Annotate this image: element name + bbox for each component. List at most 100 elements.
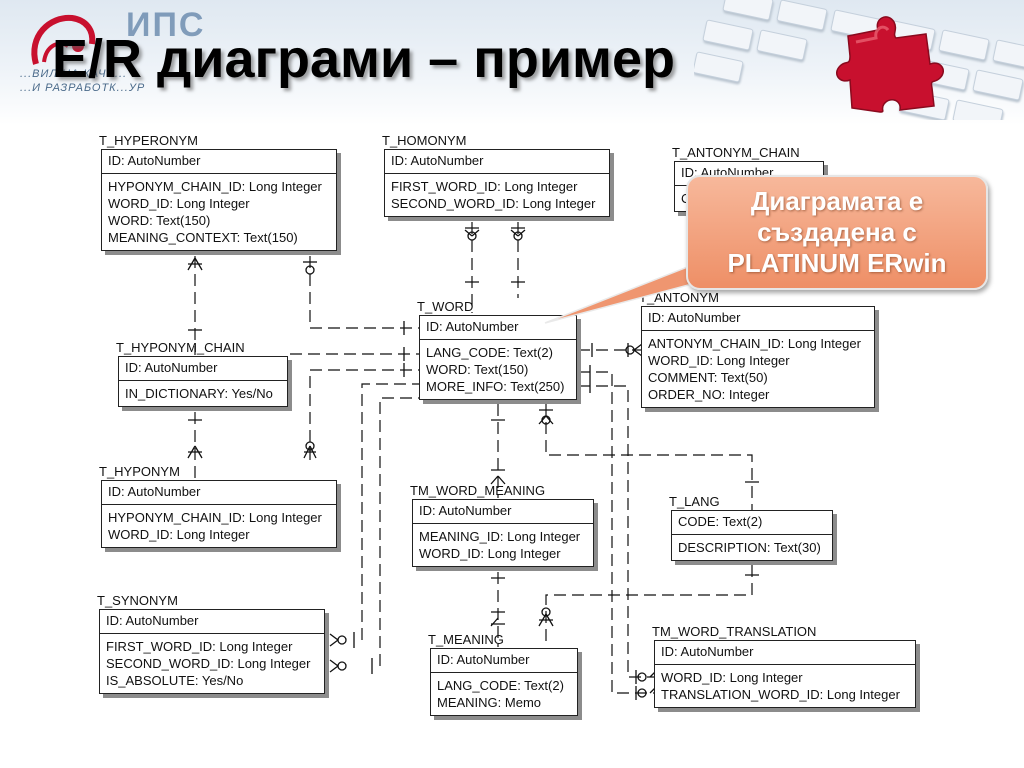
entity-t-hyponym-chain[interactable]: T_HYPONYM_CHAIN ID: AutoNumber IN_DICTIO… xyxy=(116,340,288,407)
institute-logo: ИПС ...ВИЛ НА КАЧЕ... ...И РАЗРАБОТК...У… xyxy=(6,6,246,106)
entity-primary-key: ID: AutoNumber xyxy=(100,610,324,634)
entity-attribute: WORD: Text(150) xyxy=(426,362,529,377)
entity-name: T_HOMONYM xyxy=(382,133,467,148)
entity-attributes: LANG_CODE: Text(2) WORD: Text(150) MORE_… xyxy=(420,340,576,399)
entity-box: ID: AutoNumber FIRST_WORD_ID: Long Integ… xyxy=(384,149,610,217)
entity-name: T_ANTONYM_CHAIN xyxy=(672,145,800,160)
entity-t-antonym[interactable]: T_ANTONYM ID: AutoNumber ANTONYM_CHAIN_I… xyxy=(639,290,875,408)
entity-name: T_LANG xyxy=(669,494,720,509)
entity-attributes: MEANING_ID: Long Integer WORD_ID: Long I… xyxy=(413,524,593,566)
entity-name: T_ANTONYM xyxy=(639,290,719,305)
entity-box: ID: AutoNumber IN_DICTIONARY: Yes/No xyxy=(118,356,288,407)
entity-attributes: IN_DICTIONARY: Yes/No xyxy=(119,381,287,406)
entity-tm-word-meaning[interactable]: TM_WORD_MEANING ID: AutoNumber MEANING_I… xyxy=(410,483,594,567)
entity-box: ID: AutoNumber FIRST_WORD_ID: Long Integ… xyxy=(99,609,325,694)
entity-attributes: FIRST_WORD_ID: Long Integer SECOND_WORD_… xyxy=(100,634,324,693)
entity-attributes: HYPONYM_CHAIN_ID: Long Integer WORD_ID: … xyxy=(102,174,336,250)
entity-t-meaning[interactable]: T_MEANING ID: AutoNumber LANG_CODE: Text… xyxy=(428,632,578,716)
entity-attribute: SECOND_WORD_ID: Long Integer xyxy=(391,196,596,211)
entity-t-hyperonym[interactable]: T_HYPERONYM ID: AutoNumber HYPONYM_CHAIN… xyxy=(99,133,337,251)
puzzle-piece-icon xyxy=(836,16,944,113)
entity-attribute: COMMENT: Text(50) xyxy=(648,370,768,385)
entity-attribute: WORD_ID: Long Integer xyxy=(648,353,790,368)
entity-primary-key: ID: AutoNumber xyxy=(102,150,336,174)
entity-attribute: ORDER_NO: Integer xyxy=(648,387,770,402)
logo-caption-line-2: ...И РАЗРАБОТК...УР xyxy=(20,82,146,94)
entity-attribute: IS_ABSOLUTE: Yes/No xyxy=(106,673,244,688)
entity-primary-key: ID: AutoNumber xyxy=(385,150,609,174)
entity-attribute: HYPONYM_CHAIN_ID: Long Integer xyxy=(108,510,322,525)
entity-attribute: FIRST_WORD_ID: Long Integer xyxy=(106,639,293,654)
entity-t-lang[interactable]: T_LANG CODE: Text(2) DESCRIPTION: Text(3… xyxy=(669,494,833,561)
entity-attribute: IN_DICTIONARY: Yes/No xyxy=(125,386,273,401)
logo-caption-line-1: ...ВИЛ НА КАЧЕ... xyxy=(20,68,128,80)
entity-t-synonym[interactable]: T_SYNONYM ID: AutoNumber FIRST_WORD_ID: … xyxy=(97,593,325,694)
entity-attribute: MEANING: Memo xyxy=(437,695,542,710)
entity-box: ID: AutoNumber MEANING_ID: Long Integer … xyxy=(412,499,594,567)
entity-name: T_HYPONYM_CHAIN xyxy=(116,340,245,355)
slide-title: E/R диаграми – пример xyxy=(52,29,675,89)
entity-name: TM_WORD_MEANING xyxy=(410,483,546,498)
entity-t-homonym[interactable]: T_HOMONYM ID: AutoNumber FIRST_WORD_ID: … xyxy=(382,133,610,217)
entity-attribute: MEANING_CONTEXT: Text(150) xyxy=(108,230,298,245)
entity-primary-key: ID: AutoNumber xyxy=(420,316,576,340)
logo-emblem-icon xyxy=(31,14,96,65)
rel-word-translation-2 xyxy=(578,385,655,678)
entity-attribute: HYPONYM_CHAIN_ID: Long Integer xyxy=(108,179,322,194)
entity-box: ID: AutoNumber HYPONYM_CHAIN_ID: Long In… xyxy=(101,480,337,548)
entity-box: ID: AutoNumber LANG_CODE: Text(2) MEANIN… xyxy=(430,648,578,716)
entity-primary-key: ID: AutoNumber xyxy=(431,649,577,673)
entity-attributes: FIRST_WORD_ID: Long Integer SECOND_WORD_… xyxy=(385,174,609,216)
rel-word-lang xyxy=(545,404,753,510)
entity-attributes: C xyxy=(675,186,823,211)
entity-name: T_HYPONYM xyxy=(99,464,180,479)
entity-attributes: LANG_CODE: Text(2) MEANING: Memo xyxy=(431,673,577,715)
rel-word-synonym-2 xyxy=(379,397,420,666)
rel-lang-meaning xyxy=(545,565,753,647)
entity-primary-key: ID: AutoNumber xyxy=(655,641,915,665)
entity-attribute: C xyxy=(681,190,817,207)
entity-primary-key: ID: AutoNumber xyxy=(119,357,287,381)
entity-name: T_MEANING xyxy=(428,632,504,647)
callout-note: Диаграмата е създадена с PLATINUM ERwin xyxy=(686,175,988,290)
entity-attribute: LANG_CODE: Text(2) xyxy=(437,678,564,693)
entity-attribute: WORD_ID: Long Integer xyxy=(419,546,561,561)
entity-name: TM_WORD_TRANSLATION xyxy=(652,624,817,639)
entity-attribute: WORD_ID: Long Integer xyxy=(661,670,803,685)
rel-hyperonym-word xyxy=(309,256,420,329)
entity-attribute: LANG_CODE: Text(2) xyxy=(426,345,553,360)
entity-box: ID: AutoNumber LANG_CODE: Text(2) WORD: … xyxy=(419,315,577,400)
entity-primary-key: ID: AutoNumber xyxy=(413,500,593,524)
entity-box: ID: AutoNumber ANTONYM_CHAIN_ID: Long In… xyxy=(641,306,875,408)
entity-name: T_HYPERONYM xyxy=(99,133,198,148)
entity-primary-key: ID: AutoNumber xyxy=(642,307,874,331)
entity-primary-key: CODE: Text(2) xyxy=(672,511,832,535)
entity-tm-word-translation[interactable]: TM_WORD_TRANSLATION ID: AutoNumber WORD_… xyxy=(652,624,916,708)
entity-primary-key: ID: AutoNumber xyxy=(102,481,336,505)
entity-attribute: DESCRIPTION: Text(30) xyxy=(678,540,821,555)
entity-attributes: DESCRIPTION: Text(30) xyxy=(672,535,832,560)
entity-box: CODE: Text(2) DESCRIPTION: Text(30) xyxy=(671,510,833,561)
logo-letters: ИПС xyxy=(126,6,206,44)
rel-word-synonym-1 xyxy=(361,383,420,640)
entity-attribute: SECOND_WORD_ID: Long Integer xyxy=(106,656,311,671)
entity-box: ID: AutoNumber HYPONYM_CHAIN_ID: Long In… xyxy=(101,149,337,251)
entity-attributes: WORD_ID: Long Integer TRANSLATION_WORD_I… xyxy=(655,665,915,707)
entity-name: T_WORD xyxy=(417,299,474,314)
entity-attribute: TRANSLATION_WORD_ID: Long Integer xyxy=(661,687,900,702)
entity-box: ID: AutoNumber WORD_ID: Long Integer TRA… xyxy=(654,640,916,708)
entity-attributes: ANTONYM_CHAIN_ID: Long Integer WORD_ID: … xyxy=(642,331,874,407)
entity-attribute: WORD_ID: Long Integer xyxy=(108,196,250,211)
entity-t-word[interactable]: T_WORD ID: AutoNumber LANG_CODE: Text(2)… xyxy=(417,299,577,400)
rel-word-hyponym xyxy=(309,369,420,460)
entity-attribute: WORD: Text(150) xyxy=(108,213,211,228)
entity-t-hyponym[interactable]: T_HYPONYM ID: AutoNumber HYPONYM_CHAIN_I… xyxy=(99,464,337,548)
entity-attribute: ANTONYM_CHAIN_ID: Long Integer xyxy=(648,336,861,351)
entity-name: T_SYNONYM xyxy=(97,593,178,608)
relationship-end-markers xyxy=(187,227,759,700)
entity-attribute: MEANING_ID: Long Integer xyxy=(419,529,581,544)
callout-text: Диаграмата е създадена с PLATINUM ERwin xyxy=(727,186,947,278)
entity-attribute: WORD_ID: Long Integer xyxy=(108,527,250,542)
